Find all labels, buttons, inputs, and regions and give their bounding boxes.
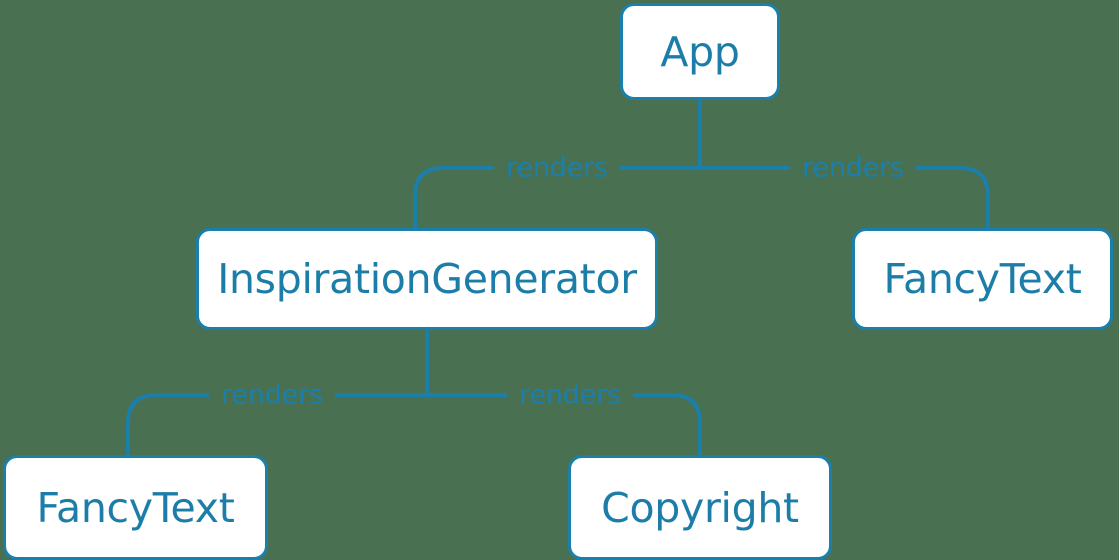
node-app-label: App <box>660 27 740 76</box>
node-copyright[interactable]: Copyright <box>568 455 832 560</box>
edge-label-mask <box>790 150 916 186</box>
edge-label-app-to-fancytext-right: renders <box>802 152 904 184</box>
edge-label-inspirationgenerator-to-fancytext-bottom: renders <box>221 379 323 411</box>
node-fancytext-bottom-label: FancyText <box>36 483 235 532</box>
edge-label-inspirationgenerator-to-copyright: renders <box>519 379 621 411</box>
node-inspiration-generator[interactable]: InspirationGenerator <box>196 228 658 330</box>
node-copyright-label: Copyright <box>601 483 799 532</box>
edge-label-mask <box>209 377 335 413</box>
edge-label-app-to-inspirationgenerator: renders <box>506 152 608 184</box>
edge-label-mask <box>494 150 620 186</box>
edge-app-to-inspirationgenerator <box>413 166 702 230</box>
edge-app-to-fancytext-right <box>698 166 990 230</box>
node-fancytext-bottom[interactable]: FancyText <box>3 455 268 560</box>
edge-label-mask <box>507 377 633 413</box>
edge-inspirationgenerator-to-fancytext-bottom <box>126 393 429 457</box>
edge-inspirationgenerator-to-copyright <box>425 393 702 457</box>
node-app[interactable]: App <box>620 3 780 100</box>
node-fancytext-right-label: FancyText <box>883 255 1082 303</box>
node-inspiration-generator-label: InspirationGenerator <box>217 255 637 303</box>
node-fancytext-right[interactable]: FancyText <box>852 228 1113 330</box>
